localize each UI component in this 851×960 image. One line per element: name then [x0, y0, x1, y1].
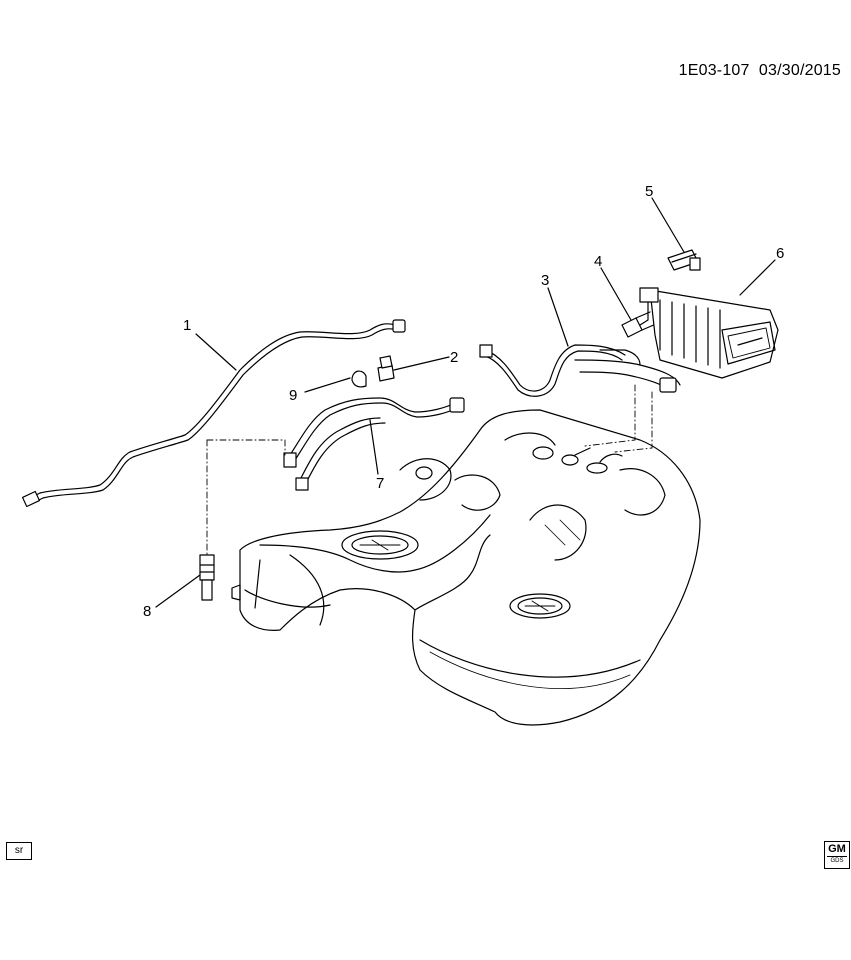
diagram-code: 1E03-107 — [678, 62, 750, 79]
callout-leaders — [155, 197, 776, 608]
callout-3: 3 — [541, 272, 549, 289]
gm-logo: GM GDS — [824, 841, 850, 869]
part-3-vapor-line — [479, 344, 681, 453]
part-6-canister — [639, 287, 779, 379]
callout-6: 6 — [776, 245, 784, 262]
part-2-clip — [377, 355, 395, 382]
part-1-fuel-line — [21, 319, 406, 508]
callout-9: 9 — [289, 387, 297, 404]
gm-logo-text: GM — [828, 843, 846, 855]
diagram-date: 03/30/2015 — [758, 62, 841, 79]
callout-1: 1 — [183, 317, 191, 334]
part-5-solenoid — [667, 249, 701, 271]
callout-7: 7 — [376, 475, 384, 492]
part-8-connector — [199, 439, 286, 601]
fuel-tank — [231, 409, 701, 726]
part-7-pipe-assembly — [283, 397, 465, 491]
callout-4: 4 — [594, 253, 602, 270]
part-4-valve — [621, 311, 657, 338]
sr-badge: sr — [6, 842, 32, 860]
callout-5: 5 — [645, 183, 653, 200]
part-9-clip — [351, 370, 367, 388]
callout-8: 8 — [143, 603, 151, 620]
diagram-header: 1E03-107 03/30/2015 — [679, 62, 841, 80]
gm-logo-subtext: GDS — [827, 856, 847, 865]
callout-2: 2 — [450, 349, 458, 366]
